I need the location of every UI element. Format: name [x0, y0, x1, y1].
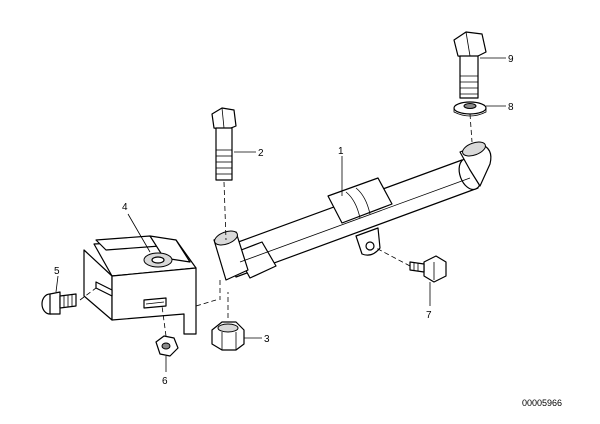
- drawing-reference-number: 00005966: [522, 398, 562, 408]
- callout-6: 6: [162, 376, 168, 387]
- callouts: 1 2 3 4 5 6 7 8 9: [54, 54, 514, 387]
- callout-8: 8: [508, 102, 514, 113]
- bolt-top-part: [453, 31, 487, 99]
- bracket-part: [83, 235, 197, 335]
- bolt-upper-part: [211, 107, 237, 181]
- callout-9: 9: [508, 54, 514, 65]
- nut-small-part: [155, 335, 179, 357]
- leader-lines: [55, 57, 506, 372]
- screw-left-part: [41, 291, 77, 315]
- assembly-lines: [79, 113, 473, 337]
- callout-1: 1: [338, 146, 344, 157]
- callout-4: 4: [122, 202, 128, 213]
- callout-2: 2: [258, 148, 264, 159]
- nut-lower-part: [211, 321, 245, 351]
- tube-part: [213, 141, 492, 281]
- callout-5: 5: [54, 266, 60, 277]
- callout-3: 3: [264, 334, 270, 345]
- screw-right-part: [409, 255, 447, 283]
- washer-part: [453, 101, 487, 117]
- callout-7: 7: [426, 310, 432, 321]
